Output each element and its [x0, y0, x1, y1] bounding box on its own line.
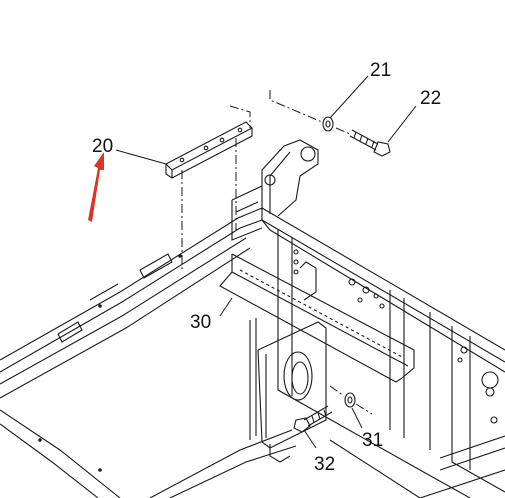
callout-21: 21: [370, 60, 391, 81]
fan-housing: [249, 318, 327, 463]
callout-22: 22: [420, 88, 441, 109]
leader-lines: [115, 75, 417, 449]
hinge-post: [231, 139, 319, 241]
part-21-washer: [322, 116, 334, 132]
highlight-arrow: [88, 152, 104, 222]
callout-32: 32: [314, 454, 335, 475]
part-31-washer: [344, 392, 356, 408]
callout-20: 20: [92, 136, 113, 157]
callout-31: 31: [362, 430, 383, 451]
assembly-lines: [181, 90, 373, 415]
part-20-bracket: [165, 121, 253, 179]
callout-30: 30: [190, 312, 211, 333]
part-30-plate: [219, 253, 415, 383]
part-32-bolt: [293, 405, 333, 433]
part-22-bolt: [349, 129, 391, 157]
chassis-frame: [0, 207, 505, 498]
